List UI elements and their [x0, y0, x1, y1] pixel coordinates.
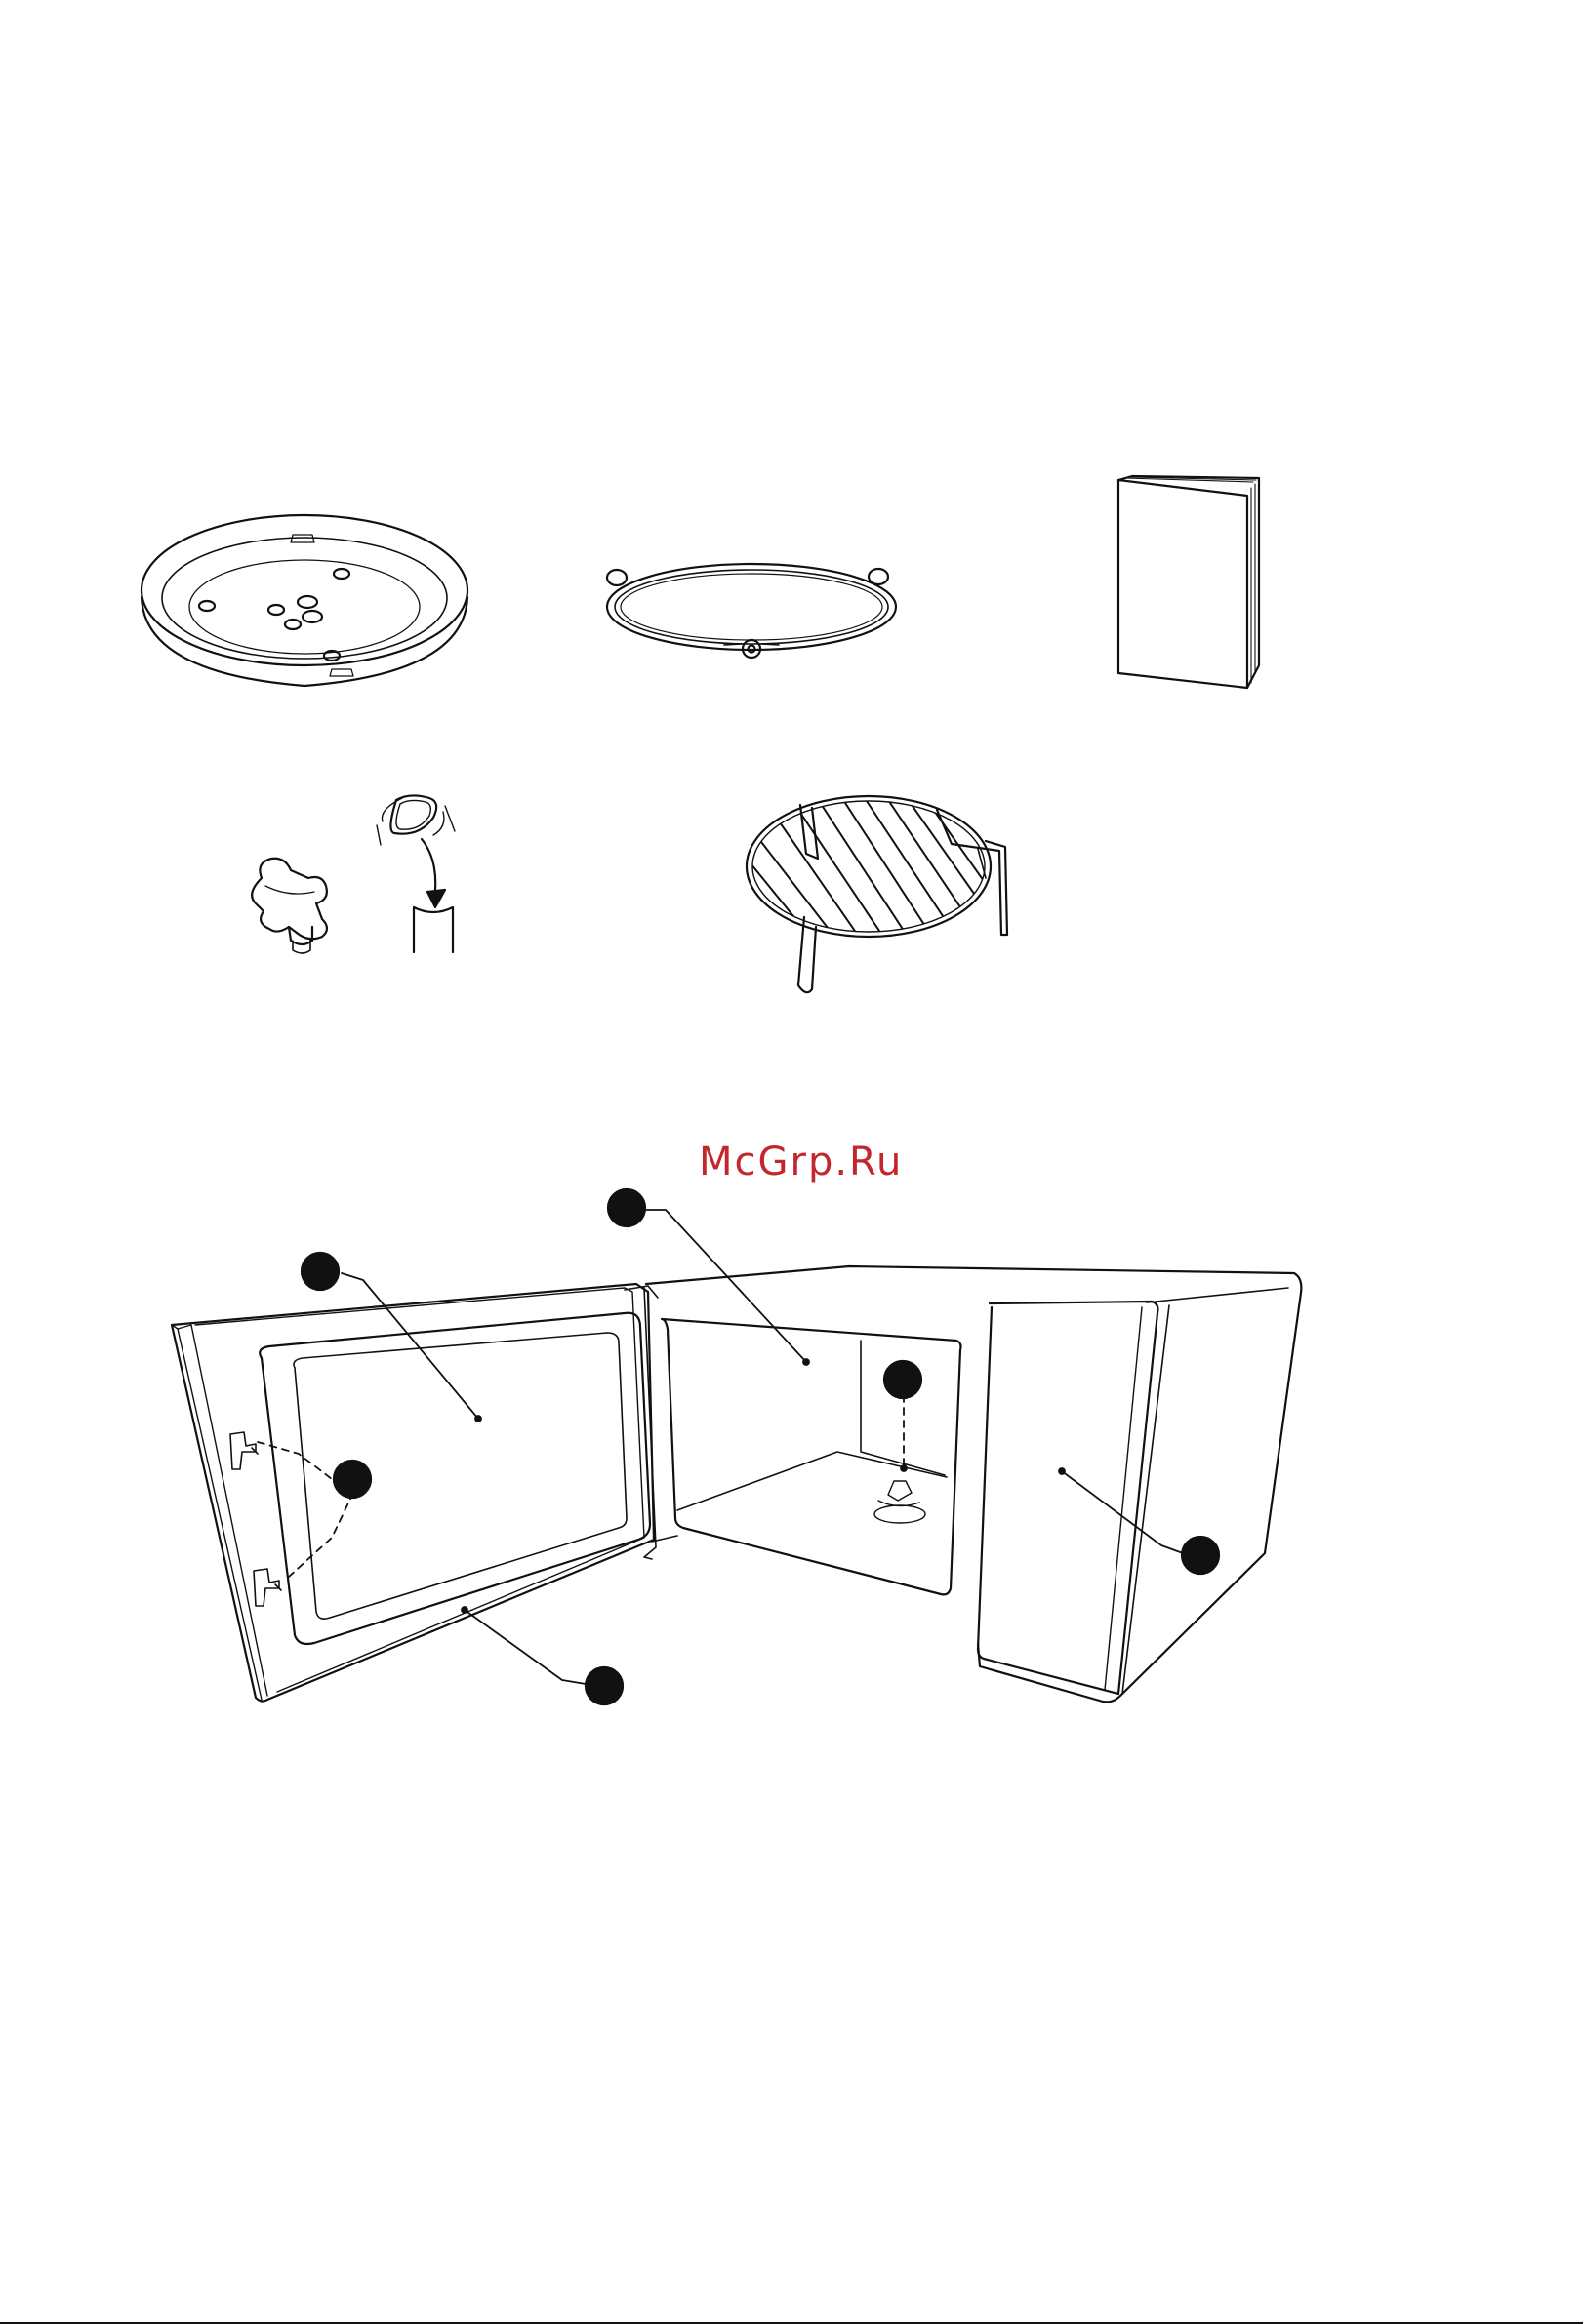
- instruction-booklet-icon: [1118, 476, 1259, 688]
- watermark-text: McGrp.Ru: [699, 1140, 903, 1184]
- callout-marker-coupler: [884, 1361, 921, 1398]
- callout-marker-door-window: [302, 1253, 339, 1290]
- turntable-glass-plate-icon: [142, 515, 467, 686]
- callout-marker-door-seal: [586, 1667, 623, 1704]
- callout-marker-control-panel: [1182, 1537, 1219, 1574]
- roller-ring-icon: [607, 564, 896, 658]
- callout-marker-oven-cavity: [608, 1189, 645, 1226]
- callout-leaders: [258, 1210, 1183, 1684]
- turntable-coupler-icon: [252, 795, 455, 953]
- grill-rack-icon: [747, 786, 1007, 992]
- callout-marker-door-latches: [334, 1461, 371, 1498]
